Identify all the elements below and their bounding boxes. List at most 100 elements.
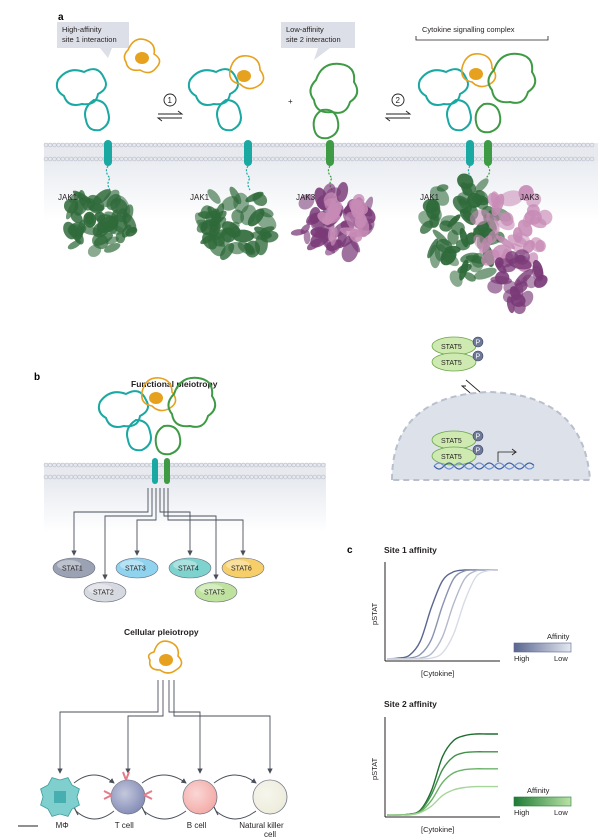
chart1-title: Site 1 affinity: [384, 545, 437, 555]
lipid-head: [47, 156, 53, 162]
lipid-head: [178, 156, 183, 162]
lipid-head: [451, 142, 456, 148]
jak-domain: [200, 205, 212, 220]
jak-kinase: [317, 192, 370, 246]
jak-domain: [104, 242, 121, 253]
chart2-legend-gradient: [513, 796, 572, 807]
chart1-ylabel: pSTAT: [370, 602, 379, 625]
lipid-head: [304, 474, 309, 480]
lipid-head: [283, 462, 288, 468]
chart1-legend-high: High: [514, 654, 529, 663]
stat-pill-stat3: STAT3: [115, 557, 159, 579]
lipid-head: [136, 462, 141, 468]
lipid-head: [68, 156, 74, 162]
jak-domain: [107, 217, 118, 234]
lipid-head: [547, 142, 553, 148]
jak-domain: [336, 182, 349, 203]
lipid-head: [136, 142, 141, 148]
jak-domain: [214, 203, 225, 221]
lipid-head: [337, 156, 343, 162]
cell-1: T cell: [103, 771, 153, 830]
lipid-head: [178, 474, 183, 480]
lipid-head: [43, 462, 49, 468]
jak-domain: [508, 257, 532, 270]
lipid-head: [354, 142, 360, 148]
jak-domain: [330, 227, 338, 246]
lipid-head: [283, 142, 288, 148]
lipid-head: [270, 142, 276, 148]
lipid-head: [295, 462, 301, 468]
lipid-head: [98, 462, 103, 468]
stat-pill-shape: [83, 581, 127, 603]
jak-domain: [487, 229, 499, 244]
chart-site2: Site 2 affinity pSTAT [Cytokine] Affinit…: [370, 699, 572, 834]
lipid-head: [253, 462, 259, 468]
chart1-xlabel: [Cytokine]: [421, 669, 454, 678]
jak-domain: [310, 227, 329, 239]
lipid-head: [136, 156, 141, 162]
callout-site1: High-affinity site 1 interaction: [57, 22, 129, 58]
receptor-site1-free: [55, 68, 112, 191]
lipid-head: [316, 474, 322, 480]
jak-domain: [88, 203, 105, 212]
stat-pill-label: STAT3: [125, 566, 146, 573]
lipid-head: [547, 156, 553, 162]
chart2-xlabel: [Cytokine]: [421, 825, 454, 834]
lipid-head: [77, 142, 82, 148]
jak-domain: [494, 212, 515, 231]
stat-pill-stat1: STAT1: [52, 557, 96, 579]
lipid-head: [312, 462, 318, 468]
chart1-series: [386, 569, 499, 660]
panel-a-letter: a: [58, 12, 64, 23]
jak-kinase: [487, 249, 548, 315]
stat-pill-shape: [194, 581, 238, 603]
lipid-head: [551, 142, 557, 148]
jak-domain: [233, 192, 249, 214]
lipid-head: [291, 142, 297, 148]
cell-interaction-arrow: [141, 774, 187, 784]
stat-arrow: [102, 488, 153, 580]
stat-pill-label: STAT4: [178, 566, 199, 573]
lipid-head: [199, 156, 204, 162]
nucleus-phospho-bottom: P: [476, 448, 481, 455]
lipid-head: [560, 142, 565, 148]
nucleus-stat5-bottom: STAT5: [441, 454, 462, 461]
lipid-head: [417, 156, 423, 162]
lipid-head: [119, 142, 124, 148]
cell-arrow: [173, 680, 273, 774]
jak-domain: [460, 182, 473, 197]
lipid-head: [56, 156, 61, 162]
lipid-head: [530, 156, 536, 162]
jak-domain: [91, 233, 109, 250]
lipid-head: [526, 142, 532, 148]
equilibrium-step1: 1: [156, 93, 184, 122]
lipid-head: [459, 142, 465, 148]
stat-pill-stat2: STAT2: [83, 581, 127, 603]
lipid-head: [43, 142, 49, 148]
cellular-pleiotropy-title: Cellular pleiotropy: [124, 627, 199, 637]
jak-kinase: [63, 189, 138, 257]
jak-domain: [259, 226, 275, 234]
jak-domain: [202, 232, 218, 250]
lipid-head: [367, 142, 372, 148]
cytokine-free: [123, 38, 161, 74]
jak-domain: [247, 208, 265, 227]
jak-domain: [429, 186, 450, 206]
lipid-head: [283, 474, 288, 480]
lipid-head: [585, 156, 591, 162]
lipid-head: [199, 142, 204, 148]
lipid-head: [47, 142, 53, 148]
lipid-head: [291, 474, 297, 480]
lipid-head: [68, 142, 74, 148]
functional-pleiotropy-title: Functional pleiotropy: [131, 379, 218, 389]
lipid-head: [505, 142, 511, 148]
stat-pill-highlight: [88, 584, 112, 594]
jak-domain: [122, 212, 137, 233]
lipid-head: [505, 156, 511, 162]
step1-number: 1: [168, 96, 173, 105]
cell-inhibition-arc: [143, 810, 187, 820]
jak-domain: [518, 185, 534, 201]
lipid-head: [89, 462, 95, 468]
jak-domain: [237, 241, 256, 256]
